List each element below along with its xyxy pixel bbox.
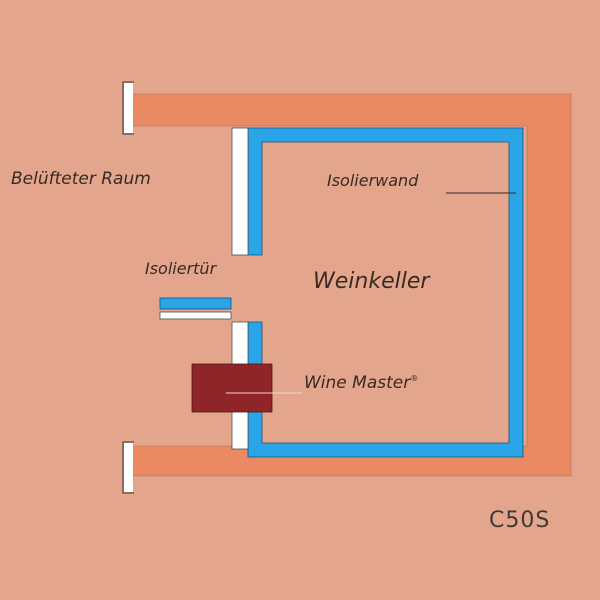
model-label: C50S bbox=[489, 508, 551, 533]
insulated-wall-label: Isolierwand bbox=[327, 171, 419, 190]
wine-master-name: Wine Master bbox=[304, 373, 411, 393]
registered-mark: ® bbox=[410, 374, 419, 383]
wine-master-unit bbox=[191, 363, 273, 413]
wine-cellar-label: Weinkeller bbox=[313, 269, 430, 294]
bottom-wall-cap bbox=[122, 441, 134, 494]
top-wall-cap bbox=[122, 81, 134, 135]
upper-door-panel bbox=[231, 127, 249, 256]
door-leaf-panel bbox=[159, 311, 232, 320]
insulated-door-label: Isoliertür bbox=[145, 259, 217, 278]
door-leaf-insulation bbox=[159, 297, 232, 310]
outside-room-label: Belüfteter Raum bbox=[11, 169, 151, 189]
bottom-wall-cap-fill bbox=[124, 443, 133, 492]
insulation-wall bbox=[247, 127, 524, 458]
top-wall-cap-fill bbox=[124, 83, 133, 133]
wine-master-label: Wine Master® bbox=[304, 375, 418, 392]
